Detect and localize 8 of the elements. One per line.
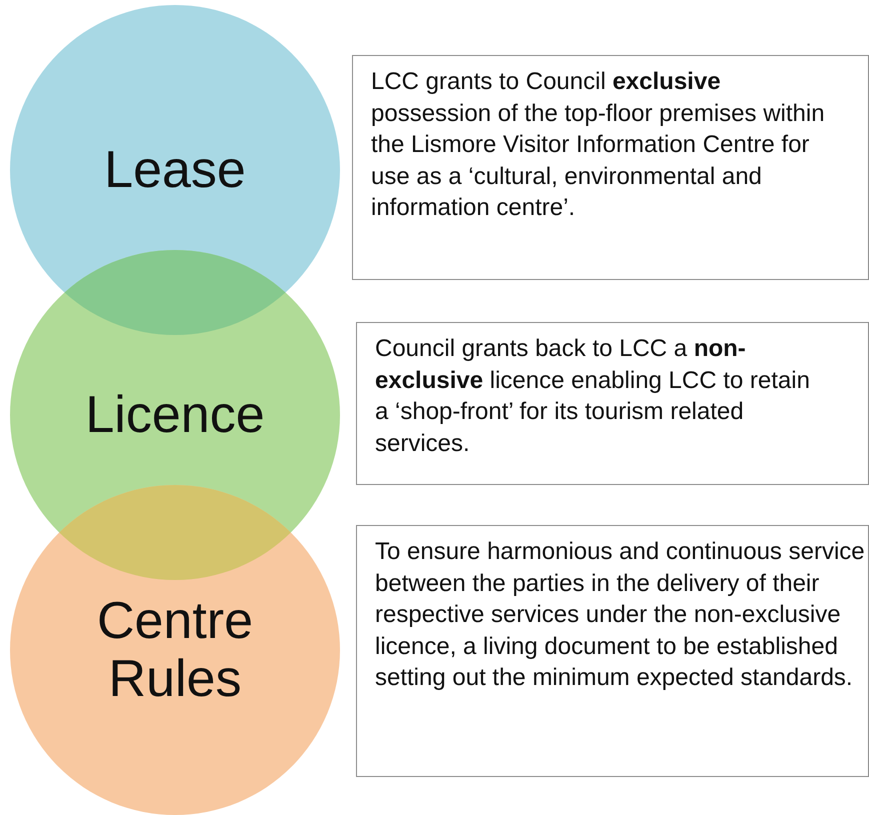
text-box [352,55,869,280]
circle-label: Licence [55,386,295,444]
description-text: To ensure harmonious and continuous service between the parties in the delivery of their respective services under the non-exclusive licence, a living document to be established setting out the minimum expected standards. [375,537,866,693]
text-box [356,525,869,777]
description-text: Council grants back to LCC a non-exclusive licence enabling LCC to retain a ‘shop-front’ for its tourism related services. [375,334,811,458]
description-text: LCC grants to Council exclusive possession of the top-floor premises within the Lismore Visitor Information Centre for use as a ‘cultural, environmental and information centre’. [371,67,826,223]
circle-label: Lease [55,141,295,199]
text-box [356,322,869,485]
